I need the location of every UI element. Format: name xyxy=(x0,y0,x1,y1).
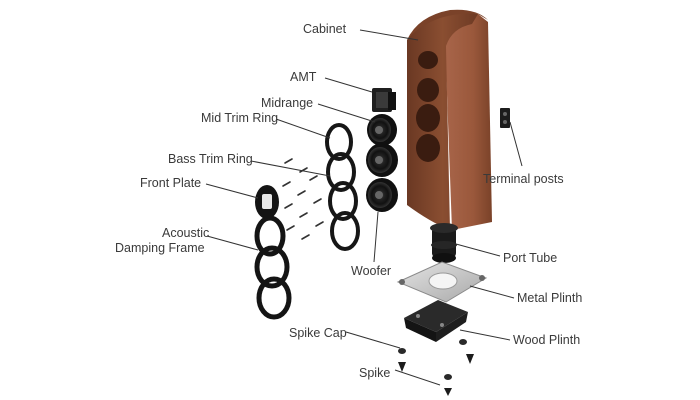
leader-metal-plinth xyxy=(469,285,515,299)
bass-trim-rings xyxy=(326,152,360,251)
acoustic-damping-frames xyxy=(254,215,292,320)
woofer-driver-2 xyxy=(366,178,398,212)
label-mid-trim-ring: Mid Trim Ring xyxy=(201,111,279,125)
leader-spike xyxy=(394,369,441,386)
label-port-tube: Port Tube xyxy=(503,251,558,265)
label-terminal-posts: Terminal posts xyxy=(483,172,564,186)
cabinet-hole-woofer-2 xyxy=(416,134,440,162)
spikes xyxy=(398,354,474,396)
label-acoustic-damping-frame-line2: Damping Frame xyxy=(115,241,205,255)
leader-bass-trim-ring xyxy=(250,160,331,177)
leader-midrange xyxy=(317,103,376,123)
leader-port-tube xyxy=(455,243,501,257)
cabinet-hole-amt xyxy=(418,51,438,69)
woofer-driver-1 xyxy=(366,143,398,177)
label-acoustic-damping-frame-line1: Acoustic xyxy=(162,226,210,240)
midrange-driver xyxy=(367,114,397,146)
mid-trim-ring xyxy=(325,123,353,161)
leader-mid-trim-ring xyxy=(275,118,331,139)
leader-terminal-posts xyxy=(509,121,523,167)
cabinet-hole-woofer-1 xyxy=(416,104,440,132)
screws xyxy=(282,158,324,240)
label-front-plate: Front Plate xyxy=(140,176,202,190)
label-bass-trim-ring: Bass Trim Ring xyxy=(168,152,253,166)
leader-cabinet xyxy=(359,29,419,41)
leader-amt xyxy=(324,77,373,93)
front-plate xyxy=(255,185,279,219)
label-wood-plinth: Wood Plinth xyxy=(513,333,581,347)
label-metal-plinth: Metal Plinth xyxy=(517,291,583,305)
cabinet-top xyxy=(407,9,488,40)
label-spike-cap: Spike Cap xyxy=(289,326,347,340)
leader-spike-cap xyxy=(345,331,401,349)
leader-acoustic-damping-frame xyxy=(206,235,259,251)
label-cabinet: Cabinet xyxy=(303,22,347,36)
leader-front-plate xyxy=(205,183,259,199)
leader-lines xyxy=(205,29,523,386)
amt-tweeter xyxy=(372,88,396,112)
label-amt: AMT xyxy=(290,70,317,84)
label-midrange: Midrange xyxy=(261,96,314,110)
terminal-posts xyxy=(500,108,510,128)
port-tube xyxy=(430,223,458,263)
cabinet-side xyxy=(445,14,492,230)
cabinet-hole-mid xyxy=(417,78,439,102)
cabinet xyxy=(407,9,492,230)
label-spike: Spike xyxy=(359,366,391,380)
spike-caps xyxy=(398,339,467,354)
metal-plinth xyxy=(396,261,488,303)
wood-plinth xyxy=(404,300,468,342)
leader-woofer xyxy=(373,211,379,263)
leader-wood-plinth xyxy=(459,329,511,341)
label-woofer: Woofer xyxy=(351,264,392,278)
